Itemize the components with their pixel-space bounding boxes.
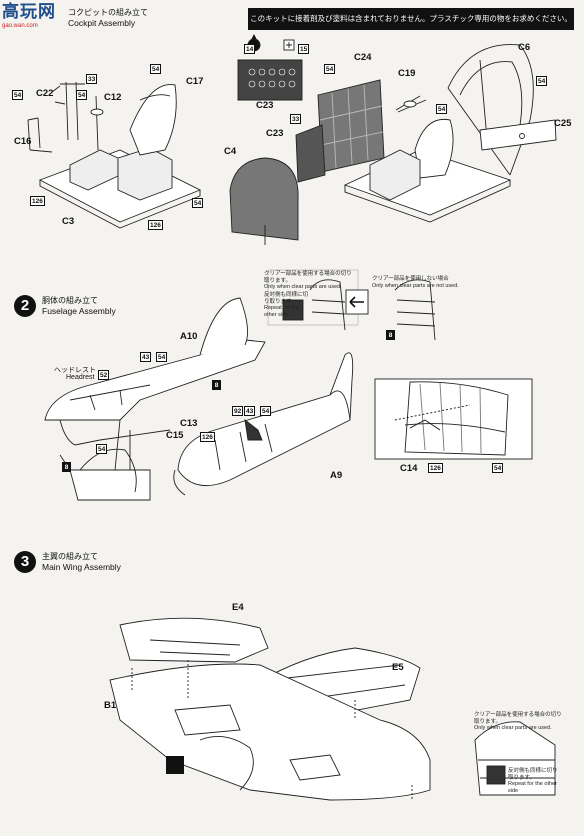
part-label-c14: C14 xyxy=(400,463,418,474)
wing-clear-part-diagram xyxy=(474,721,556,796)
part-label-a10: A10 xyxy=(180,331,198,342)
step-3-title: 主翼の組み立て Main Wing Assembly xyxy=(42,552,121,572)
paint-code-badge: 54 xyxy=(76,90,88,100)
cockpit-floor-left-drawing xyxy=(27,81,202,229)
paint-code-badge: 54 xyxy=(12,90,24,100)
arrow-swap-icon xyxy=(345,289,369,315)
paint-code-badge: 54 xyxy=(324,64,336,74)
site-watermark-logo: 高玩网 gao.wan.com xyxy=(2,2,68,36)
step-2-title: 胴体の組み立て Fuselage Assembly xyxy=(42,296,116,316)
adhesive-notice-banner: このキットに接着剤及び塗料は含まれておりません。プラスチック専用の物をお求めくだ… xyxy=(248,8,574,30)
paint-code-badge: 54 xyxy=(150,64,162,74)
nose-weight-icon xyxy=(166,756,184,774)
bulkhead-c23-drawing xyxy=(295,124,326,183)
part-label-e4: E4 xyxy=(232,602,244,613)
paint-code-badge: 126 xyxy=(148,220,163,230)
part-label-c15: C15 xyxy=(166,430,184,441)
wing-clear-use-cut-note: 反対側も同様に切り取ります。 Repeat for the other side xyxy=(508,768,558,794)
headrest-label-en: Headrest xyxy=(66,374,95,381)
paint-code-badge: 54 xyxy=(156,352,168,362)
paint-code-badge: 126 xyxy=(200,432,215,442)
site-logo-url: gao.wan.com xyxy=(2,23,38,29)
part-label-c12: C12 xyxy=(104,92,122,103)
step-2-number: 2 xyxy=(14,295,36,317)
clear-notuse-note: クリアー部品を使用しない場合 Only when clear parts are… xyxy=(372,276,459,289)
fuselage-drawing xyxy=(44,297,354,501)
part-label-c13: C13 xyxy=(180,418,198,429)
decal-number-badge: 15 xyxy=(298,44,310,54)
part-label-b1: B1 xyxy=(104,700,117,711)
paint-code-badge: 8 xyxy=(386,330,395,340)
wing-lower-drawing xyxy=(109,660,431,801)
part-label-c17: C17 xyxy=(186,76,204,87)
part-label-c23-bulkhead: C23 xyxy=(266,128,284,139)
part-label-c3: C3 xyxy=(62,216,75,227)
part-label-a9: A9 xyxy=(330,470,343,481)
instrument-panel-drawing xyxy=(237,34,303,101)
part-label-c19: C19 xyxy=(398,68,416,79)
part-label-e5: E5 xyxy=(392,662,404,673)
clear-part-notuse-diagram xyxy=(394,279,436,341)
part-label-c6: C6 xyxy=(518,42,531,53)
wing-clear-use-note: クリアー部品を使用する場合の切り取ります。 Only when clear pa… xyxy=(474,712,562,731)
cockpit-floor-right-drawing xyxy=(343,44,557,223)
headrest-label-jp: ヘッドレスト xyxy=(54,367,96,374)
canopy-detail-inset xyxy=(374,378,533,460)
paint-code-badge: 33 xyxy=(86,74,98,84)
part-label-c4: C4 xyxy=(224,146,237,157)
paint-code-badge: 52 xyxy=(98,370,110,380)
step-3-number: 3 xyxy=(14,551,36,573)
decal-number-badge: 14 xyxy=(244,44,256,54)
paint-code-badge: 33 xyxy=(290,114,302,124)
paint-code-badge: 54 xyxy=(536,76,548,86)
paint-code-badge: 126 xyxy=(428,463,443,473)
clear-use-cut-note: 反対側も同様に切り取ります。 Repeat for the other side xyxy=(264,292,309,318)
part-label-c16: C16 xyxy=(14,136,32,147)
part-label-c24: C24 xyxy=(354,52,372,63)
bulkhead-c4-drawing xyxy=(229,157,299,245)
paint-code-badge: 8 xyxy=(62,462,71,472)
paint-code-badge: 92 xyxy=(232,406,244,416)
site-logo-glyphs: 高玩网 xyxy=(2,2,56,21)
paint-code-badge: 54 xyxy=(96,444,108,454)
part-label-c23-panel: C23 xyxy=(256,100,274,111)
part-label-c22: C22 xyxy=(36,88,54,99)
part-label-c25: C25 xyxy=(554,118,572,129)
paint-code-badge: 126 xyxy=(30,196,45,206)
paint-code-badge: 8 xyxy=(212,380,221,390)
clear-part-use-diagram xyxy=(267,269,359,331)
step-1-title: コクピットの組み立て Cockpit Assembly xyxy=(68,8,148,28)
paint-code-badge: 54 xyxy=(492,463,504,473)
paint-code-badge: 54 xyxy=(260,406,272,416)
clear-use-note: クリアー部品を使用する場合の切り取ります。 Only when clear pa… xyxy=(264,271,352,290)
paint-code-badge: 43 xyxy=(140,352,152,362)
paint-code-badge: 54 xyxy=(436,104,448,114)
stick-c19-drawing xyxy=(395,95,427,113)
paint-code-badge: 43 xyxy=(244,406,256,416)
paint-code-badge: 54 xyxy=(192,198,204,208)
armor-plate-c24-drawing xyxy=(317,79,385,173)
